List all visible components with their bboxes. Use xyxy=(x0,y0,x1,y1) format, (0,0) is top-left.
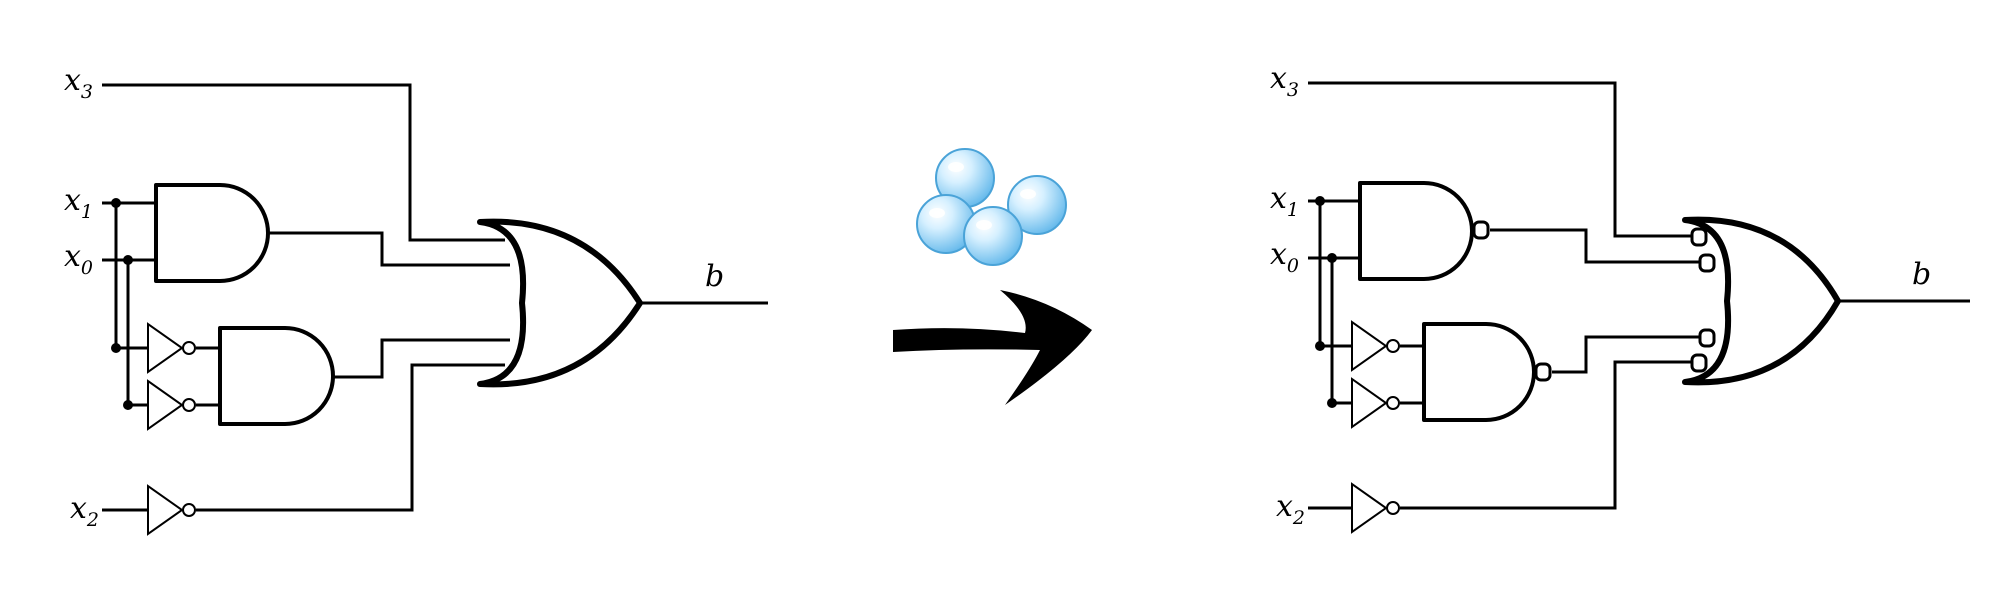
right-junction-dot xyxy=(1315,196,1325,206)
right-junction-dot xyxy=(1327,398,1337,408)
right-inverter-1 xyxy=(1351,320,1400,372)
left-wires xyxy=(102,83,768,512)
left-inverter-2 xyxy=(147,379,196,431)
right-nand-gate-top xyxy=(1358,181,1490,281)
right-label-x1: x1 xyxy=(1270,181,1299,221)
right-label-x3: x3 xyxy=(1270,61,1299,101)
left-inverter-1 xyxy=(147,322,196,374)
left-label-x0: x0 xyxy=(64,239,93,279)
right-wires xyxy=(1308,81,1970,510)
left-junction-dot xyxy=(123,255,133,265)
left-or-gate xyxy=(477,218,643,388)
right-nand-gate-bottom xyxy=(1422,322,1552,422)
left-and-gate-top xyxy=(154,183,270,283)
left-inverter-x2 xyxy=(147,484,196,536)
left-label-output: b xyxy=(705,259,724,294)
right-or-gate-inverted-inputs xyxy=(1682,216,1841,386)
right-inverter-2 xyxy=(1351,377,1400,429)
right-inverter-x2 xyxy=(1351,482,1400,534)
right-label-x0: x0 xyxy=(1270,237,1299,277)
left-junction-dot xyxy=(111,343,121,353)
left-and-gate-bottom xyxy=(218,326,335,426)
left-label-x2: x2 xyxy=(70,491,99,531)
left-junction-dot xyxy=(123,400,133,410)
right-junction-dot xyxy=(1315,341,1325,351)
right-label-x2: x2 xyxy=(1276,489,1305,529)
left-label-x1: x1 xyxy=(64,183,93,223)
soap-bubbles-icon xyxy=(916,148,1067,266)
left-circuit: x3 x1 x0 x2 b xyxy=(64,63,768,536)
right-label-output: b xyxy=(1912,257,1931,292)
transform-arrow-icon xyxy=(893,290,1092,405)
right-circuit: x3 x1 x0 x2 b xyxy=(1270,61,1970,534)
left-junction-dot xyxy=(111,198,121,208)
left-label-x3: x3 xyxy=(64,63,93,103)
right-junction-dot xyxy=(1327,253,1337,263)
